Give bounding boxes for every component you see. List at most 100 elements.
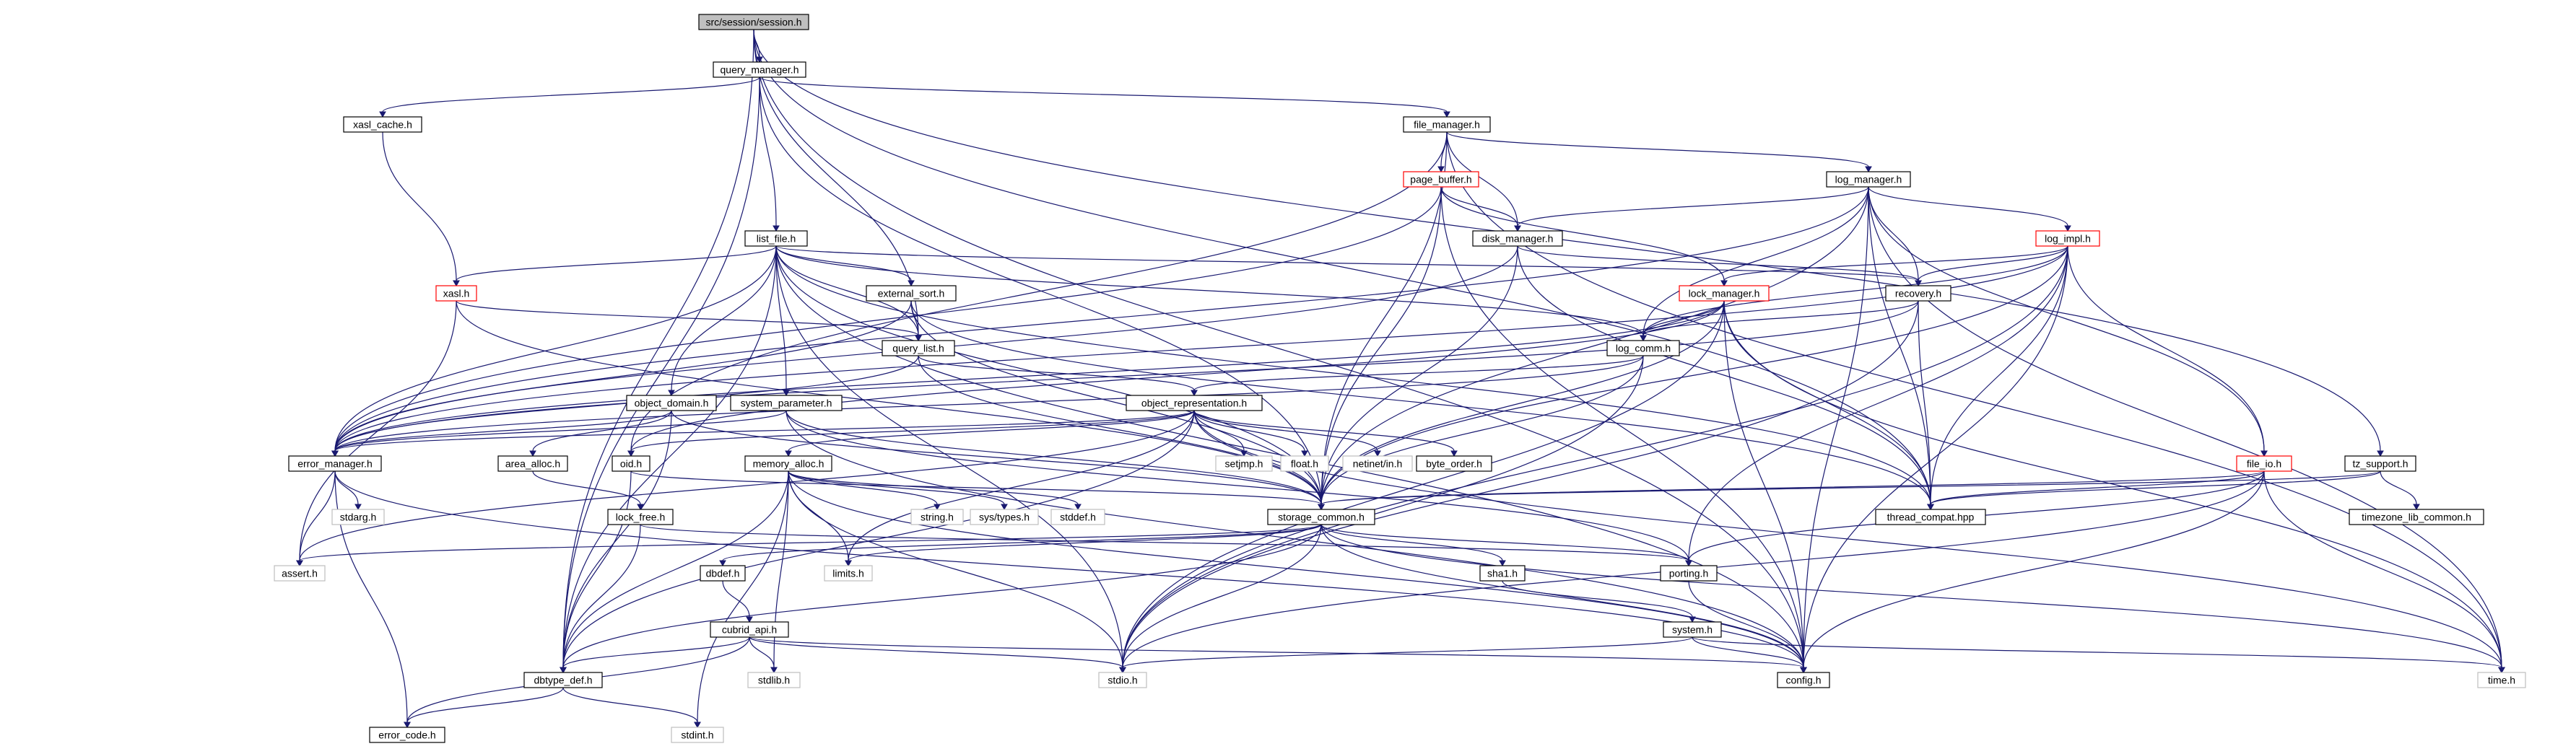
node-file-manager-h[interactable]: file_manager.h xyxy=(1403,116,1491,133)
dependency-edge-log_impl_h-to-lock_manager_h xyxy=(1720,245,2068,287)
node-timezone-lib-common-h[interactable]: timezone_lib_common.h xyxy=(2349,509,2484,525)
node-disk-manager-h[interactable]: disk_manager.h xyxy=(1472,230,1563,247)
node-query-manager-h[interactable]: query_manager.h xyxy=(713,61,806,78)
node-object-domain-h[interactable]: object_domain.h xyxy=(626,395,717,411)
node-cubrid-api-h[interactable]: cubrid_api.h xyxy=(710,621,789,638)
dependency-edge-query_manager_h-to-list_file_h xyxy=(759,76,780,232)
node-error-code-h[interactable]: error_code.h xyxy=(369,727,445,743)
dependency-edge-list_file_h-to-recovery_h xyxy=(775,245,1922,287)
dependency-edge-error_manager_h-to-stdarg_h xyxy=(334,470,362,511)
dependency-edge-object_representation_h-to-error_manager_h xyxy=(331,410,1195,457)
dependency-edge-log_manager_h-to-error_manager_h xyxy=(331,186,1869,457)
dependency-edge-query_list_h-to-object_representation_h xyxy=(918,355,1198,397)
node-tz-support-h[interactable]: tz_support.h xyxy=(2344,455,2416,472)
dependency-edge-system_h-to-config_h xyxy=(1692,636,1807,674)
node-stdio-h[interactable]: stdio.h xyxy=(1098,672,1147,688)
node-time-h[interactable]: time.h xyxy=(2477,672,2526,688)
node-dbdef-h[interactable]: dbdef.h xyxy=(700,565,746,582)
dependency-edge-memory_alloc_h-to-config_h xyxy=(788,470,1807,674)
node-log-impl-h[interactable]: log_impl.h xyxy=(2035,230,2100,247)
node-stdlib-h[interactable]: stdlib.h xyxy=(747,672,801,688)
node-system-parameter-h[interactable]: system_parameter.h xyxy=(730,395,843,411)
dependency-edge-object_representation_h-to-float_h xyxy=(1193,410,1308,457)
dependency-edge-session_h-to-tz_support_h xyxy=(753,29,2384,457)
node-query-list-h[interactable]: query_list.h xyxy=(882,340,955,356)
node-label: timezone_lib_common.h xyxy=(2362,512,2471,523)
node-setjmp-h[interactable]: setjmp.h xyxy=(1215,455,1273,472)
dependency-edge-xasl_h-to-assert_h xyxy=(296,300,457,567)
dependency-edge-cubrid_api_h-to-dbtype_def_h xyxy=(560,636,750,674)
node-label: oid.h xyxy=(620,458,642,470)
dependency-edge-query_manager_h-to-xasl_cache_h xyxy=(379,76,760,118)
node-byte-order-h[interactable]: byte_order.h xyxy=(1416,455,1492,472)
node-label: stddef.h xyxy=(1060,512,1096,523)
node-lock-free-h[interactable]: lock_free.h xyxy=(607,509,674,525)
node-list-file-h[interactable]: list_file.h xyxy=(744,230,808,247)
node-label: area_alloc.h xyxy=(505,458,560,470)
node-label: dbdef.h xyxy=(706,568,740,579)
node-sha1-h[interactable]: sha1.h xyxy=(1479,565,1526,582)
dependency-edge-object_representation_h-to-oid_h xyxy=(627,410,1195,457)
node-label: external_sort.h xyxy=(878,288,945,299)
dependency-edge-storage_common_h-to-dbdef_h xyxy=(719,524,1322,567)
dependency-edge-dbtype_def_h-to-error_code_h xyxy=(404,687,564,729)
dependency-edge-log_comm_h-to-object_representation_h xyxy=(1191,355,1644,397)
node-storage-common-h[interactable]: storage_common.h xyxy=(1267,509,1375,525)
node-external-sort-h[interactable]: external_sort.h xyxy=(866,285,957,302)
node-label: stdio.h xyxy=(1108,675,1137,686)
node-label: time.h xyxy=(2488,675,2515,686)
edge-layer xyxy=(296,29,2505,729)
node-label: error_manager.h xyxy=(297,458,373,470)
node-lock-manager-h[interactable]: lock_manager.h xyxy=(1679,285,1770,302)
dependency-edge-file_manager_h-to-storage_common_h xyxy=(1318,131,1448,511)
node-label: thread_compat.hpp xyxy=(1887,512,1975,523)
node-config-h[interactable]: config.h xyxy=(1777,672,1830,688)
node-label: netinet/in.h xyxy=(1353,458,1403,470)
node-label: assert.h xyxy=(282,568,318,579)
node-netinet-in-h[interactable]: netinet/in.h xyxy=(1342,455,1413,472)
node-error-manager-h[interactable]: error_manager.h xyxy=(288,455,382,472)
node-oid-h[interactable]: oid.h xyxy=(612,455,650,472)
dependency-edge-page_buffer_h-to-config_h xyxy=(1440,186,1807,674)
node-object-representation-h[interactable]: object_representation.h xyxy=(1126,395,1263,411)
dependency-edge-cubrid_api_h-to-stdlib_h xyxy=(749,636,778,674)
node-page-buffer-h[interactable]: page_buffer.h xyxy=(1403,171,1479,188)
node-log-manager-h[interactable]: log_manager.h xyxy=(1826,171,1911,188)
dependency-edge-xasl_h-to-query_list_h xyxy=(456,300,922,342)
node-label: query_manager.h xyxy=(721,64,799,76)
node-stdint-h[interactable]: stdint.h xyxy=(671,727,724,743)
node-label: limits.h xyxy=(832,568,864,579)
node-label: lock_manager.h xyxy=(1689,288,1760,299)
node-porting-h[interactable]: porting.h xyxy=(1660,565,1718,582)
dependency-edge-storage_common_h-to-time_h xyxy=(1320,524,2505,674)
node-sys-types-h[interactable]: sys/types.h xyxy=(970,509,1039,525)
dependency-edge-page_buffer_h-to-error_manager_h xyxy=(331,186,1442,457)
node-xasl-cache-h[interactable]: xasl_cache.h xyxy=(343,116,422,133)
node-system-h[interactable]: system.h xyxy=(1663,621,1722,638)
node-limits-h[interactable]: limits.h xyxy=(824,565,873,582)
node-label: recovery.h xyxy=(1895,288,1941,299)
node-log-comm-h[interactable]: log_comm.h xyxy=(1606,340,1680,356)
dependency-edge-lock_manager_h-to-thread_compat_hpp xyxy=(1723,300,1934,511)
node-recovery-h[interactable]: recovery.h xyxy=(1885,285,1951,302)
node-thread-compat-hpp[interactable]: thread_compat.hpp xyxy=(1875,509,1986,525)
node-area-alloc-h[interactable]: area_alloc.h xyxy=(497,455,568,472)
dependency-edge-list_file_h-to-dbtype_def_h xyxy=(560,245,777,674)
node-dbtype-def-h[interactable]: dbtype_def.h xyxy=(523,672,603,688)
node-file-io-h[interactable]: file_io.h xyxy=(2236,455,2292,472)
node-string-h[interactable]: string.h xyxy=(910,509,964,525)
dependency-edge-list_file_h-to-object_domain_h xyxy=(668,245,777,397)
dependency-edge-log_impl_h-to-config_h xyxy=(1800,245,2068,674)
node-label: float.h xyxy=(1291,458,1318,470)
node-stdarg-h[interactable]: stdarg.h xyxy=(331,509,385,525)
node-stddef-h[interactable]: stddef.h xyxy=(1050,509,1105,525)
node-label: object_domain.h xyxy=(635,398,709,409)
node-session-h[interactable]: src/session/session.h xyxy=(698,14,809,30)
node-label: sha1.h xyxy=(1487,568,1518,579)
node-memory-alloc-h[interactable]: memory_alloc.h xyxy=(744,455,832,472)
node-assert-h[interactable]: assert.h xyxy=(274,565,326,582)
node-xasl-h[interactable]: xasl.h xyxy=(435,285,477,302)
dependency-edge-memory_alloc_h-to-dbtype_def_h xyxy=(560,470,789,674)
node-float-h[interactable]: float.h xyxy=(1280,455,1329,472)
